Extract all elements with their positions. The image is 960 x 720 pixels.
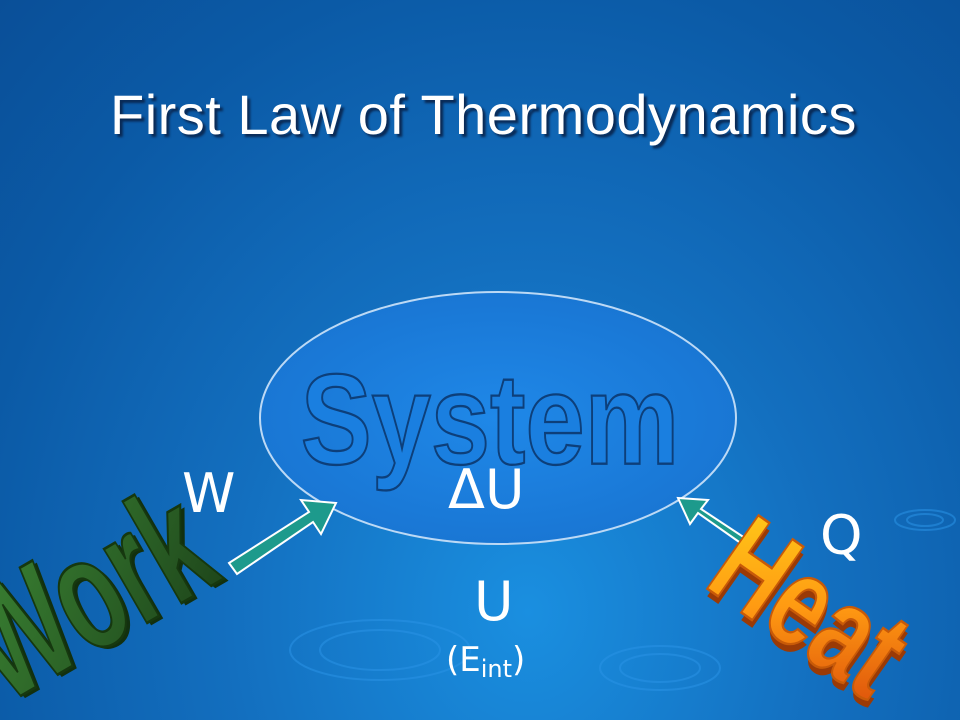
e-int-subscript: int <box>480 655 513 683</box>
e-int-close: ) <box>512 640 526 680</box>
u-symbol: U <box>474 570 514 633</box>
delta-u-symbol: ΔU <box>448 458 525 521</box>
heat-arrow <box>676 496 750 546</box>
e-int-label: (Eint) <box>446 640 525 683</box>
e-int-open: (E <box>446 640 481 680</box>
slide-title: First Law of Thermodynamics <box>110 83 857 146</box>
w-symbol: W <box>182 462 236 525</box>
system-word-art: System <box>301 348 680 492</box>
ripple-decoration <box>289 509 956 691</box>
q-symbol: Q <box>820 504 863 567</box>
system-ellipse <box>259 291 737 545</box>
work-arrow <box>227 498 338 576</box>
